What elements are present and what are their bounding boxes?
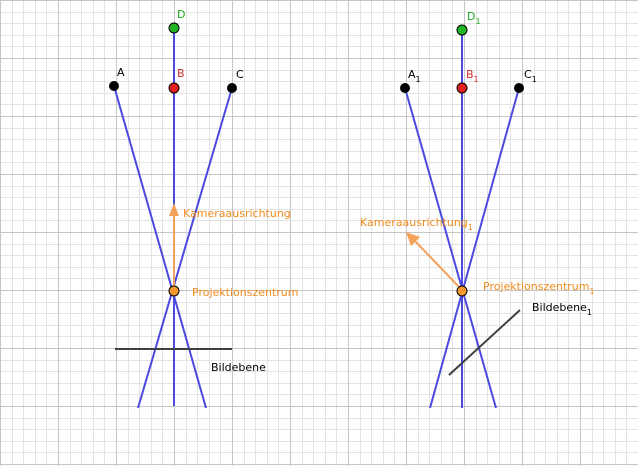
- left-label-d: D: [177, 8, 185, 21]
- right-ray-c[interactable]: [429, 87, 520, 409]
- right-point-d[interactable]: [456, 24, 468, 36]
- left-label-b: B: [177, 67, 185, 80]
- right-label-direction: Kameraausrichtung1: [360, 216, 473, 232]
- left-label-a: A: [117, 66, 125, 79]
- right-point-c[interactable]: [514, 83, 524, 93]
- right-label-d: D1: [467, 10, 481, 26]
- left-ray-a[interactable]: [113, 85, 207, 409]
- left-label-center: Projektionszentrum: [192, 286, 298, 299]
- right-label-plane: Bildebene1: [532, 301, 592, 317]
- left-label-direction: Kameraausrichtung: [183, 207, 291, 220]
- left-point-d[interactable]: [168, 22, 180, 34]
- right-direction-arrowhead: [406, 232, 420, 246]
- right-point-b[interactable]: [456, 82, 468, 94]
- left-ray-c[interactable]: [137, 87, 233, 409]
- right-label-a: A1: [408, 68, 421, 84]
- left-projection-center[interactable]: [168, 285, 180, 297]
- left-label-c: C: [236, 68, 244, 81]
- right-label-b: B1: [466, 68, 479, 84]
- right-label-c: C1: [524, 68, 537, 84]
- right-label-center: Projektionszentrum1: [483, 280, 595, 296]
- left-point-a[interactable]: [109, 81, 119, 91]
- left-point-b[interactable]: [168, 82, 180, 94]
- left-point-c[interactable]: [227, 83, 237, 93]
- left-label-plane: Bildebene: [211, 361, 266, 374]
- left-scene: A B C D Kameraausrichtung Projektionszen…: [109, 8, 298, 409]
- right-point-a[interactable]: [400, 83, 410, 93]
- right-scene: A1 B1 C1 D1 Kameraausrichtung1 Projektio…: [360, 10, 595, 409]
- right-projection-center[interactable]: [456, 285, 468, 297]
- right-direction-arrow[interactable]: [414, 240, 463, 291]
- right-ray-a[interactable]: [404, 87, 497, 409]
- left-direction-arrowhead: [169, 203, 179, 216]
- right-image-plane[interactable]: [448, 309, 521, 376]
